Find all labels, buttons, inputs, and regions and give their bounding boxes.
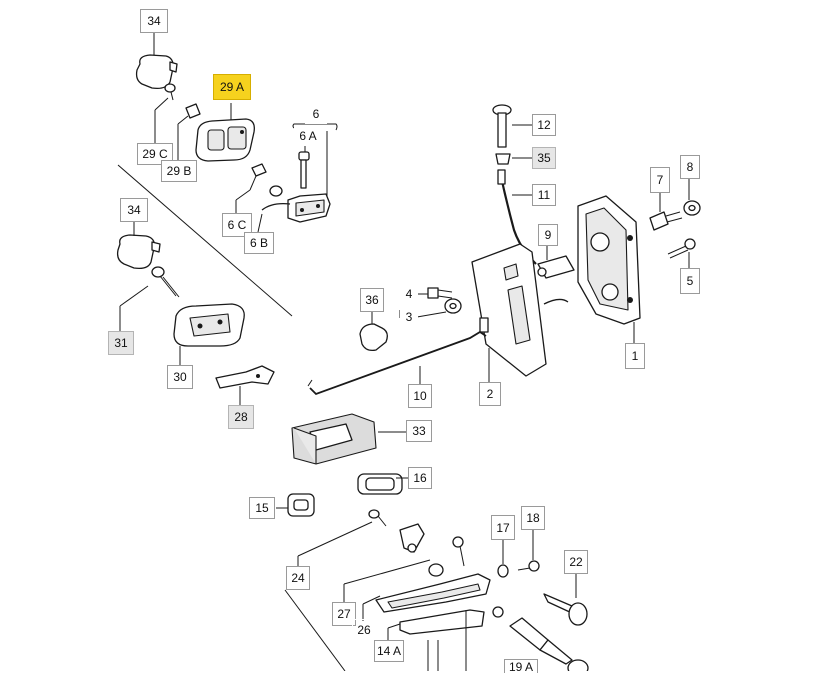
part-28-lever: [215, 365, 275, 389]
part-4-bolt: [427, 287, 453, 299]
part-36-clip: [359, 323, 388, 352]
label-12: 12: [532, 114, 556, 136]
part-screw-handle: [452, 536, 465, 567]
part-16-gasket: [357, 473, 403, 495]
label-5: 5: [680, 268, 700, 294]
label-29b: 29 B: [161, 160, 197, 182]
part-17-screw: [497, 564, 509, 578]
part-30-handle-housing: [173, 303, 245, 347]
label-7: 7: [650, 167, 670, 193]
label-30: 30: [167, 365, 193, 389]
part-31-screw: [151, 266, 180, 298]
part-6a-pin: [298, 151, 310, 189]
part-lever-lower: [399, 523, 425, 553]
part-6b-washer: [261, 185, 291, 211]
part-screw-upper-handle: [368, 509, 387, 527]
part-washer-lower: [492, 606, 504, 618]
label-2: 2: [479, 382, 501, 406]
part-34-cap-lower: [116, 234, 161, 270]
label-17: 17: [491, 515, 515, 540]
section-divider-line-lower: [284, 589, 346, 671]
part-29a-trim-bezel: [195, 118, 255, 162]
part-8-washer: [683, 200, 701, 216]
label-6b: 6 B: [244, 232, 274, 254]
label-22: 22: [564, 550, 588, 574]
part-3-washer: [444, 298, 462, 314]
label-36: 36: [360, 288, 384, 312]
section-divider-line: [117, 164, 293, 317]
label-16: 16: [408, 467, 432, 489]
part-34-cap-top: [135, 54, 178, 90]
label-31: 31: [108, 331, 134, 355]
label-29a-highlighted: 29 A: [213, 74, 251, 100]
label-6a: 6 A: [294, 126, 322, 146]
label-10: 10: [408, 384, 432, 408]
label-1: 1: [625, 343, 645, 369]
part-29b-gasket: [185, 103, 201, 119]
part-12-lock-pin: [492, 104, 512, 148]
part-6-hinge-bracket: [287, 193, 331, 223]
part-6c-screw: [249, 163, 267, 191]
label-8: 8: [680, 155, 700, 179]
label-27: 27: [332, 602, 356, 626]
label-3: 3: [400, 307, 418, 327]
label-11: 11: [532, 184, 556, 206]
part-35-grommet: [495, 153, 511, 165]
label-18: 18: [521, 506, 545, 530]
part-2-carrier-plate: [471, 243, 569, 377]
part-14a-outer-handle: [375, 573, 491, 635]
part-27-spring: [428, 563, 444, 577]
part-29c-screw: [164, 83, 176, 101]
part-5-screw: [667, 238, 696, 259]
part-22-key: [543, 593, 588, 626]
label-4: 4: [400, 284, 418, 304]
part-lock-cylinder: [509, 617, 589, 671]
part-9-clip: [537, 255, 575, 279]
label-14a: 14 A: [374, 640, 404, 662]
label-15: 15: [249, 497, 275, 519]
label-33: 33: [406, 420, 432, 442]
label-28: 28: [228, 405, 254, 429]
part-18-screw: [517, 560, 540, 572]
label-35: 35: [532, 147, 556, 169]
label-26: 26: [352, 619, 376, 641]
label-6: 6: [305, 104, 327, 124]
label-34-lower: 34: [120, 198, 148, 222]
label-9: 9: [538, 224, 558, 246]
part-33-foam-pad: [291, 413, 377, 465]
label-34-top: 34: [140, 9, 168, 33]
part-15-gasket: [287, 493, 315, 517]
part-10-link-rod: [307, 330, 487, 396]
label-19a-partial: 19 A: [504, 659, 538, 674]
label-24: 24: [286, 566, 310, 590]
part-1-lock-body: [577, 195, 641, 325]
part-7-bolt: [649, 211, 683, 231]
label-29c: 29 C: [137, 143, 173, 165]
